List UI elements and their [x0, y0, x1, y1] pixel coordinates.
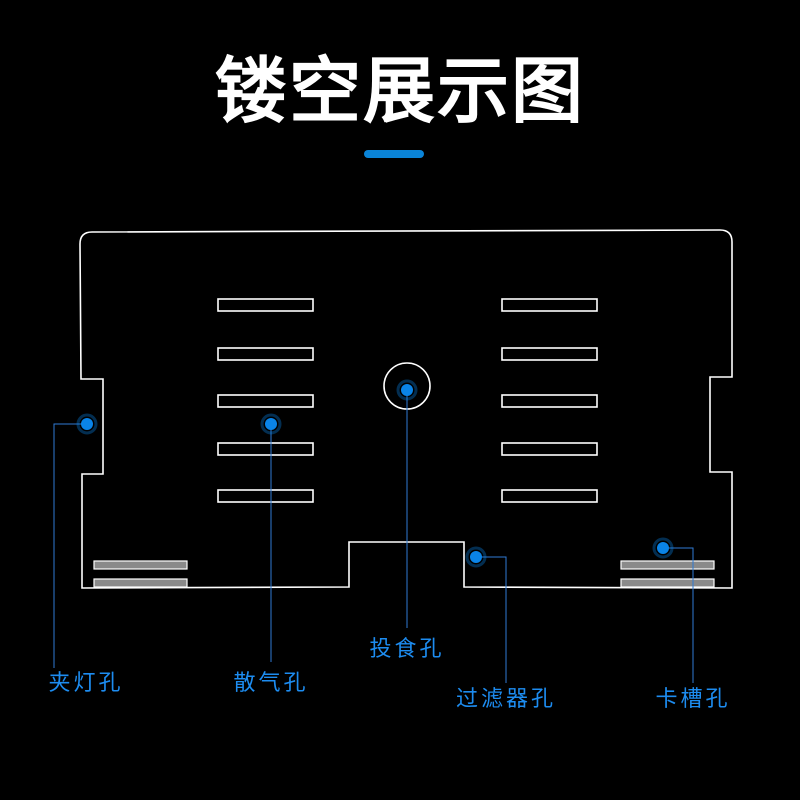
marker-dot-filter	[465, 546, 487, 568]
vent-slot	[501, 442, 598, 456]
card-slot-left	[93, 560, 188, 570]
card-slot-right	[620, 560, 715, 570]
label-card-slot-hole: 卡槽孔	[655, 687, 731, 712]
card-slot-left	[93, 578, 188, 588]
label-feeding-hole: 投食孔	[369, 637, 445, 662]
leader-clip-light	[53, 423, 87, 668]
vent-slot	[501, 489, 598, 503]
label-filter-hole: 过滤器孔	[455, 687, 557, 712]
vent-slot	[217, 442, 314, 456]
vent-slot	[217, 394, 314, 408]
marker-dot-card-slot	[652, 537, 674, 559]
leader-card-slot	[663, 547, 694, 683]
marker-dot-clip-light	[76, 413, 98, 435]
vent-slot	[217, 489, 314, 503]
marker-dot-vent	[260, 413, 282, 435]
leader-filter	[476, 556, 507, 683]
title-accent-bar	[364, 150, 424, 158]
vent-slot	[501, 298, 598, 312]
page-title: 镂空展示图	[214, 49, 585, 133]
vent-slot	[217, 347, 314, 361]
card-slot-right	[620, 578, 715, 588]
panel-outline	[79, 229, 733, 589]
vent-slot	[501, 347, 598, 361]
vent-slot	[501, 394, 598, 408]
label-vent-hole: 散气孔	[233, 671, 309, 696]
marker-dot-feeding	[396, 379, 418, 401]
label-clip-light-hole: 夹灯孔	[48, 671, 124, 696]
vent-slot	[217, 298, 314, 312]
